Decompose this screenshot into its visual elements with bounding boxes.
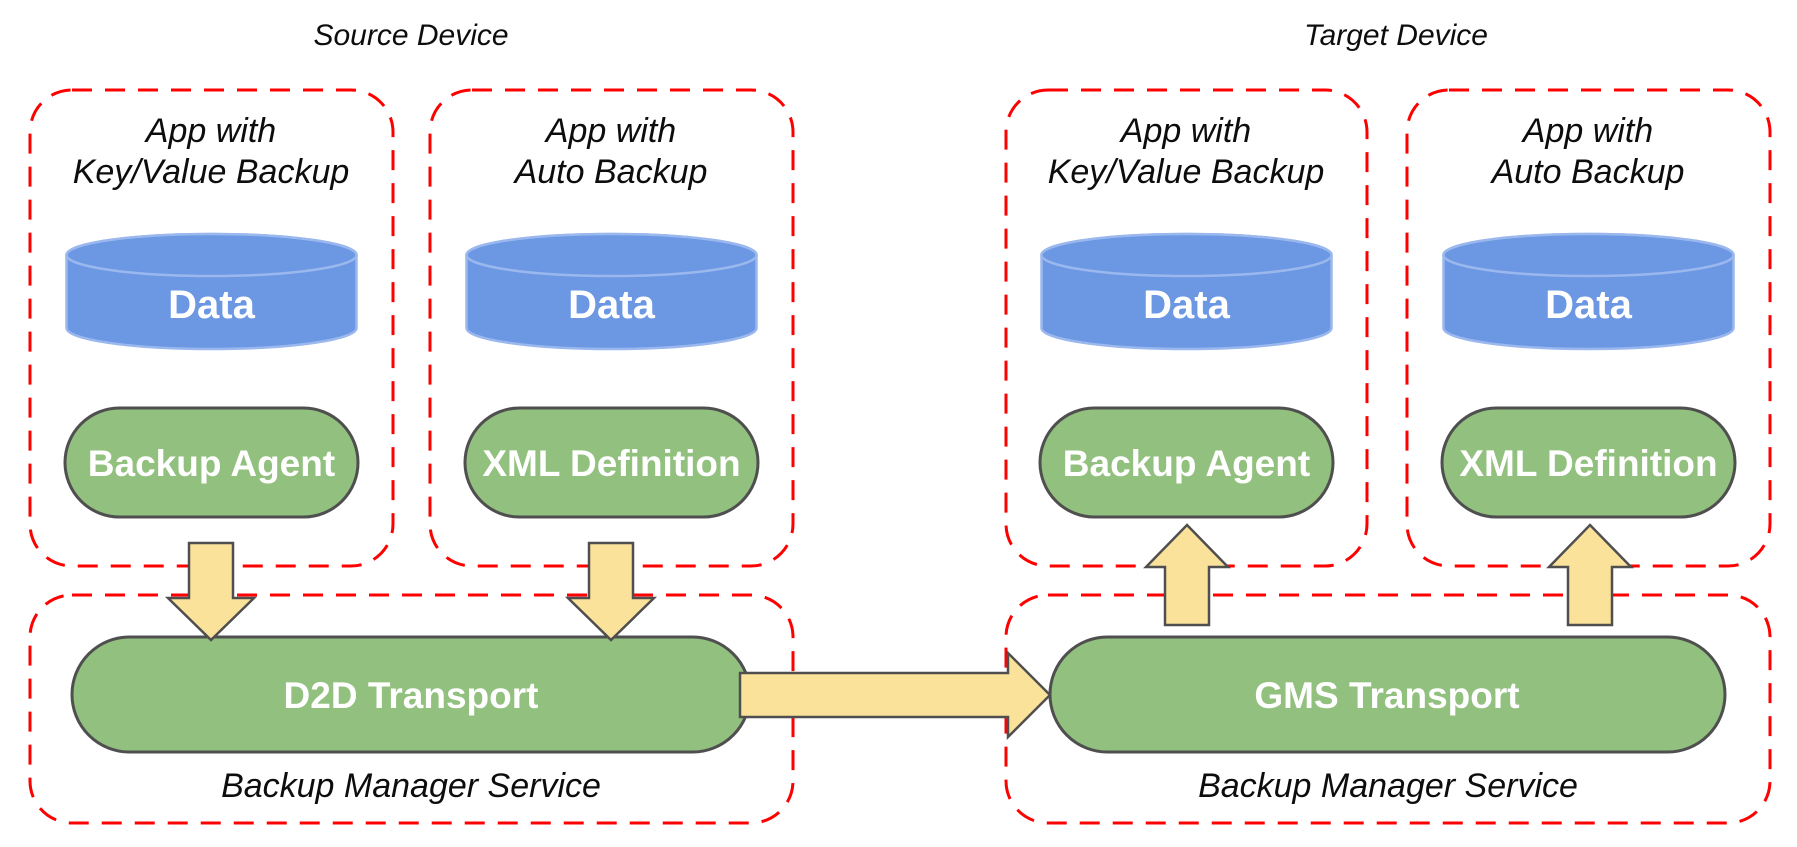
database-cylinder-icon: Data xyxy=(1040,232,1333,351)
bms-box-source xyxy=(28,593,795,825)
arrow-down-icon xyxy=(164,541,258,642)
gms-transport-pill: GMS Transport xyxy=(1048,635,1727,754)
data-label: Data xyxy=(568,283,655,327)
app-label-target-keyvalue: App with Key/Value Backup xyxy=(1048,112,1325,191)
source-device-title: Source Device xyxy=(313,19,508,52)
app-label-target-auto: App with Auto Backup xyxy=(1490,112,1685,191)
arrow-down-icon xyxy=(564,541,658,642)
app-label-line2: Key/Value Backup xyxy=(73,153,350,191)
app-label-line1: App with xyxy=(544,112,676,150)
backup-agent-pill-target: Backup Agent xyxy=(1038,406,1335,519)
target-device-title: Target Device xyxy=(1304,19,1488,52)
app-label-source-keyvalue: App with Key/Value Backup xyxy=(73,112,350,191)
app-label-line1: App with xyxy=(144,112,276,150)
xml-definition-pill-source: XML Definition xyxy=(463,406,760,519)
d2d-transport-pill: D2D Transport xyxy=(70,635,752,754)
data-label: Data xyxy=(1143,283,1230,327)
bms-label-target: Backup Manager Service xyxy=(1198,767,1578,805)
bms-box-target xyxy=(1004,593,1772,825)
transport-label: GMS Transport xyxy=(1254,675,1519,716)
app-label-line1: App with xyxy=(1119,112,1251,150)
app-label-line2: Key/Value Backup xyxy=(1048,153,1325,191)
component-label: Backup Agent xyxy=(88,443,335,484)
data-label: Data xyxy=(1545,283,1632,327)
arrow-right-icon xyxy=(738,649,1052,741)
app-label-source-auto: App with Auto Backup xyxy=(513,112,708,191)
bms-label-source: Backup Manager Service xyxy=(221,767,601,805)
component-label: Backup Agent xyxy=(1063,443,1310,484)
component-label: XML Definition xyxy=(482,443,740,484)
database-cylinder-icon: Data xyxy=(65,232,358,351)
transport-label: D2D Transport xyxy=(284,675,539,716)
component-label: XML Definition xyxy=(1459,443,1717,484)
arrow-up-icon xyxy=(1546,523,1634,627)
data-label: Data xyxy=(168,283,255,327)
database-cylinder-icon: Data xyxy=(1442,232,1735,351)
database-cylinder-icon: Data xyxy=(465,232,758,351)
app-label-line2: Auto Backup xyxy=(1490,153,1685,191)
app-label-line1: App with xyxy=(1521,112,1653,150)
xml-definition-pill-target: XML Definition xyxy=(1440,406,1737,519)
backup-agent-pill-source: Backup Agent xyxy=(63,406,360,519)
app-label-line2: Auto Backup xyxy=(513,153,708,191)
arrow-up-icon xyxy=(1143,523,1231,627)
